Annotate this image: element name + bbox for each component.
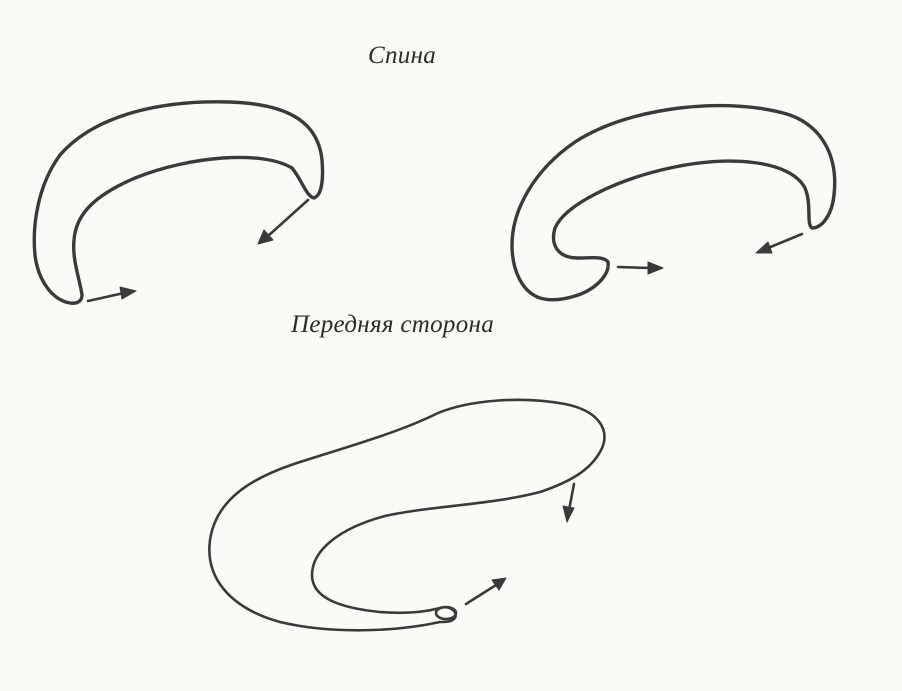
front-arrow-down-head [562,505,575,523]
front-shape [208,398,606,632]
front-arrow-down-line [567,482,576,512]
back-left-shape [32,100,325,305]
front-small-loop [434,605,458,621]
caption-back: Спина [368,42,437,69]
front-outline [208,398,606,632]
caption-front: Передняя сторона [291,311,495,338]
back-left-arrow2-head [257,229,274,245]
back-right-arrow2-head [755,241,773,254]
back-right-shape [510,103,837,302]
front-arrow-up-line [464,583,498,606]
front-arrow-up-head [491,577,507,591]
back-left-arrow-head [119,286,137,300]
back-right-arrow-head [647,261,664,275]
back-right-outline [510,103,837,302]
back-right-arrow-line [616,265,652,270]
back-left-outline [32,100,325,305]
back-left-arrow2-line [266,198,310,238]
back-left-arrow-line [86,291,126,303]
back-right-arrow2-line [766,232,804,250]
